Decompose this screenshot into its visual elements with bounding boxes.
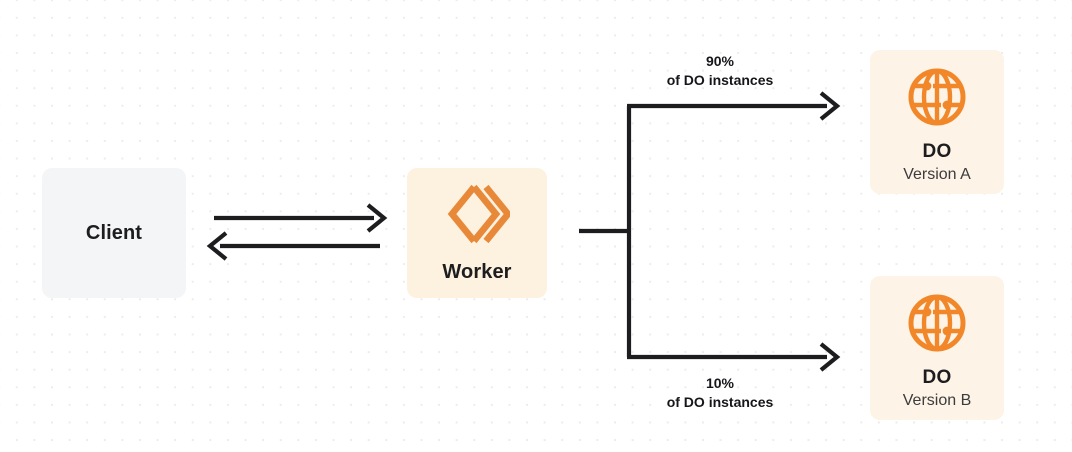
edge-worker-to-do-b [627,342,841,372]
cloudflare-workers-icon [444,183,513,245]
edge-label-do-b-detail: of DO instances [666,394,774,411]
edge-label-do-b-percent: 10% [705,375,735,391]
node-do-a-label: DO [922,140,952,162]
globe-icon [907,293,967,353]
node-worker[interactable]: Worker [407,168,547,298]
node-do-b-sublabel: Version B [902,391,972,409]
edge-worker-to-do-a [627,91,841,121]
node-do-a-sublabel: Version A [903,165,971,183]
edge-label-do-a-detail: of DO instances [666,72,774,89]
edge-client-to-worker [214,203,388,233]
edge-worker-branch-trunk [579,106,632,357]
node-do-version-a[interactable]: DO Version A [870,50,1004,194]
edge-label-do-a: 90% of DO instances [595,52,845,91]
node-client[interactable]: Client [42,168,186,298]
node-worker-label: Worker [442,260,512,283]
globe-icon [907,67,967,127]
node-client-label: Client [85,221,143,244]
edge-label-do-a-percent: 90% [705,53,735,69]
edge-worker-to-client [206,231,380,261]
edge-label-do-b: 10% of DO instances [595,374,845,413]
node-do-b-label: DO [922,366,952,388]
node-do-version-b[interactable]: DO Version B [870,276,1004,420]
